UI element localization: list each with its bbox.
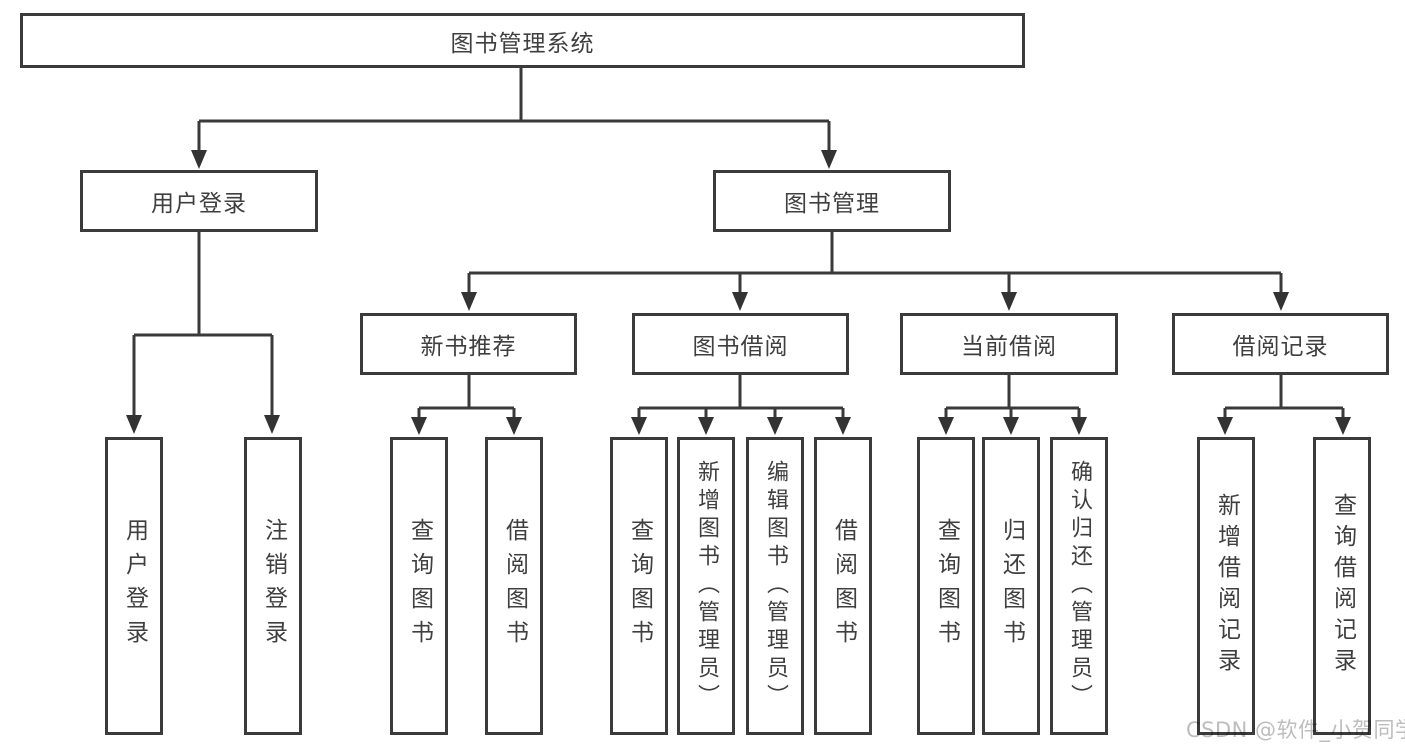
leaf-edit-books-admin-label: 编辑图书（管理员） (763, 460, 788, 712)
node-borrowing-records: 借阅记录 (1172, 313, 1389, 375)
node-book-borrowing-label: 图书借阅 (692, 334, 789, 360)
node-book-management: 图书管理 (713, 170, 951, 232)
leaf-user-login-label: 用户登录 (121, 518, 148, 654)
leaf-return-books-label: 归还图书 (998, 518, 1025, 654)
leaf-return-books: 归还图书 (982, 437, 1040, 735)
node-new-book-recommend-label: 新书推荐 (420, 334, 517, 360)
leaf-query-books-borrowing: 查询图书 (610, 437, 668, 735)
tree-edges (132, 68, 1345, 419)
leaf-borrow-books-borrowing: 借阅图书 (814, 437, 872, 735)
node-borrowing-records-label: 借阅记录 (1232, 334, 1329, 360)
leaf-query-books-recommend-label: 查询图书 (406, 518, 433, 654)
leaf-add-borrow-record-label: 新增借阅记录 (1213, 493, 1240, 679)
leaf-edit-books-admin: 编辑图书（管理员） (746, 437, 804, 735)
node-root-label: 图书管理系统 (450, 30, 595, 57)
node-root-system: 图书管理系统 (20, 13, 1025, 68)
node-current-borrowing-label: 当前借阅 (961, 334, 1057, 360)
node-current-borrowing: 当前借阅 (900, 313, 1118, 375)
leaf-confirm-return-admin: 确认归还（管理员） (1050, 437, 1108, 735)
leaf-add-borrow-record: 新增借阅记录 (1197, 437, 1255, 735)
node-user-login: 用户登录 (80, 170, 318, 232)
leaf-borrow-books-recommend: 借阅图书 (485, 437, 543, 735)
leaf-logout: 注销登录 (244, 437, 302, 735)
leaf-borrow-books-borrowing-label: 借阅图书 (830, 518, 857, 654)
leaf-add-books-admin: 新增图书（管理员） (677, 437, 735, 735)
leaf-query-borrow-record: 查询借阅记录 (1313, 437, 1371, 735)
leaf-query-books-current-label: 查询图书 (933, 518, 960, 654)
arrowheads (126, 150, 1351, 435)
leaf-logout-label: 注销登录 (260, 518, 287, 654)
csdn-watermark: CSDN @软件_小贺同学 (1186, 718, 1405, 742)
leaf-query-books-borrowing-label: 查询图书 (626, 518, 653, 654)
leaf-query-books-current: 查询图书 (917, 437, 975, 735)
leaf-add-books-admin-label: 新增图书（管理员） (694, 460, 719, 712)
leaf-user-login: 用户登录 (105, 437, 163, 735)
leaf-borrow-books-recommend-label: 借阅图书 (501, 518, 528, 654)
node-new-book-recommend: 新书推荐 (360, 313, 577, 375)
node-user-login-label: 用户登录 (151, 191, 247, 217)
leaf-query-books-recommend: 查询图书 (390, 437, 448, 735)
node-book-borrowing: 图书借阅 (632, 313, 849, 375)
leaf-confirm-return-admin-label: 确认归还（管理员） (1067, 460, 1092, 712)
node-book-management-label: 图书管理 (784, 191, 880, 217)
leaf-query-borrow-record-label: 查询借阅记录 (1329, 493, 1356, 679)
